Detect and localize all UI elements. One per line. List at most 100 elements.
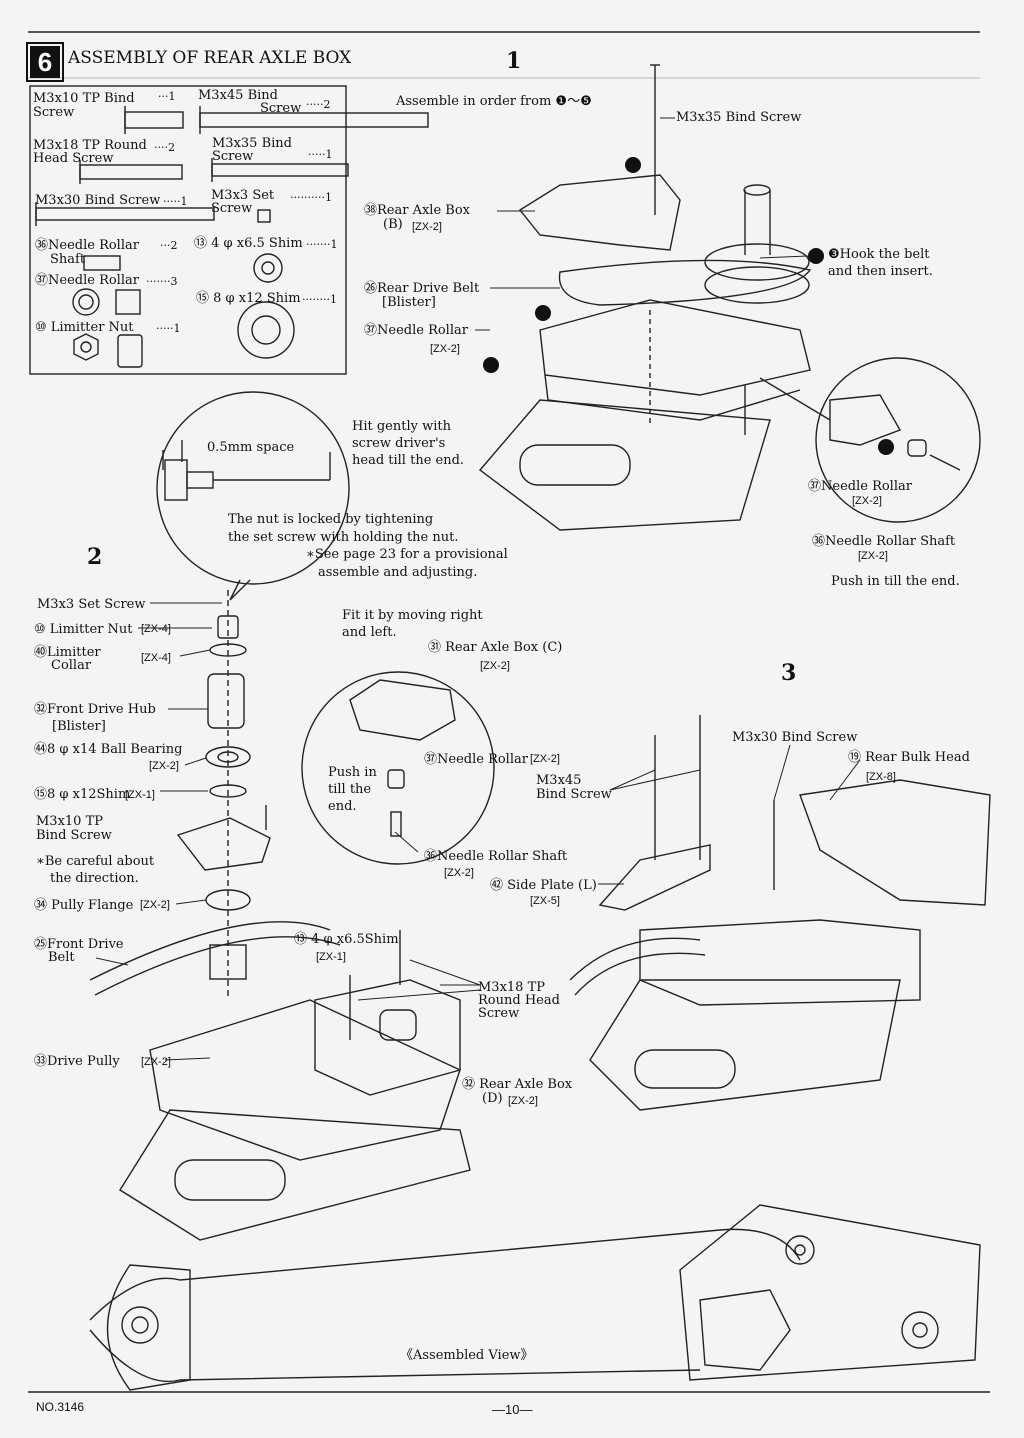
side-plate-label: ㊷ Side Plate (L): [490, 878, 597, 893]
page-title: ASSEMBLY OF REAR AXLE BOX: [68, 48, 352, 68]
shim-8-label: ⑮8 φ x12Shim: [34, 787, 131, 802]
part-code: [ZX-2]: [140, 899, 170, 911]
nut-locked-note: The nut is locked by tightening: [228, 512, 434, 527]
part-label: M3x10 TP Bind: [33, 91, 135, 106]
part-code: [ZX-2]: [530, 753, 560, 765]
part-label: Head Screw: [33, 151, 114, 166]
part-code: [ZX-2]: [412, 221, 442, 233]
needle-rollar-label: ㊲Needle Rollar: [364, 323, 468, 338]
m3x30-screw-label: M3x30 Bind Screw: [732, 730, 858, 745]
set-screw-label: M3x3 Set Screw: [37, 597, 146, 612]
part-code: [ZX-2]: [430, 343, 460, 355]
part-label: Screw: [211, 201, 253, 216]
part-code: [ZX-4]: [141, 652, 171, 664]
m3x18-screw-label: M3x18 TP: [478, 980, 546, 995]
part-code: [ZX-2]: [141, 1056, 171, 1068]
part-label: ⑮ 8 φ x12 Shim: [196, 291, 301, 306]
part-qty: ····2: [154, 141, 175, 154]
needle-rollar-label: ㊲Needle Rollar: [808, 479, 912, 494]
m3x45-screw-label: M3x45: [536, 773, 582, 788]
ball-bearing-label: ㊹8 φ x14 Ball Bearing: [34, 742, 183, 757]
fit-it-note: Fit it by moving right: [342, 608, 483, 623]
part-code: [ZX-4]: [141, 623, 171, 635]
part-label: ⑩ Limitter Nut: [35, 320, 134, 335]
m3x35-screw-label: M3x35 Bind Screw: [676, 110, 802, 125]
careful-note: the direction.: [50, 871, 139, 886]
needle-rollar-shaft-label: ㊱Needle Rollar Shaft: [812, 534, 956, 549]
part-code: [ZX-2]: [852, 495, 882, 507]
hit-gently-note: Hit gently with: [352, 419, 451, 434]
needle-rollar-label: ㊲Needle Rollar: [424, 752, 528, 767]
part-code: [ZX-2]: [149, 760, 179, 772]
hook-belt-note: ❸Hook the belt: [828, 247, 930, 262]
step-number-2: 2: [87, 544, 103, 570]
m3x18-screw-label: Round Head: [478, 993, 560, 1008]
nut-locked-note: the set screw with holding the nut.: [228, 530, 459, 545]
space-note: 0.5mm space: [207, 440, 295, 455]
m3x18-screw-label: Screw: [478, 1006, 520, 1021]
section-number-badge: 6: [26, 42, 64, 82]
hook-belt-note: and then insert.: [828, 264, 933, 279]
see-page-note: assemble and adjusting.: [318, 565, 478, 580]
part-label: M3x30 Bind Screw: [35, 193, 161, 208]
m3x10-screw-label: Bind Screw: [36, 828, 112, 843]
push-in-note: end.: [328, 799, 357, 814]
part-qty: ·····2: [306, 98, 331, 111]
rear-axle-box-d-label: (D): [482, 1091, 503, 1106]
part-label: M3x3 Set: [211, 188, 275, 203]
part-code: [ZX-1]: [125, 789, 155, 801]
part-code: [ZX-2]: [858, 550, 888, 562]
part-qty: ··········1: [290, 191, 332, 204]
part-label: M3x18 TP Round: [33, 138, 147, 153]
push-in-note: Push in till the end.: [831, 574, 960, 589]
front-drive-hub-label: [Blister]: [52, 719, 106, 734]
part-label: Screw: [260, 101, 302, 116]
rear-drive-belt-label: ㉖Rear Drive Belt: [364, 281, 480, 296]
part-code: [ZX-5]: [530, 895, 560, 907]
limitter-collar-label: ㊵Limitter: [34, 645, 101, 660]
hit-gently-note: head till the end.: [352, 453, 465, 468]
m3x45-screw-label: Bind Screw: [536, 787, 612, 802]
rear-drive-belt-label: [Blister]: [382, 295, 436, 310]
front-drive-belt-label: Belt: [48, 950, 75, 965]
rear-axle-box-c-label: ㉛ Rear Axle Box (C): [428, 640, 563, 655]
part-code: [ZX-2]: [444, 867, 474, 879]
part-label: M3x35 Bind: [212, 136, 292, 151]
part-qty: ·······3: [146, 275, 178, 288]
part-label: ㊱Needle Rollar: [35, 238, 139, 253]
part-label: ⑬ 4 φ x6.5 Shim: [194, 236, 303, 251]
part-qty: ···1: [158, 90, 176, 103]
limitter-collar-label: Collar: [51, 658, 92, 673]
part-label: Screw: [33, 105, 75, 120]
part-qty: ·····1: [156, 322, 181, 335]
pully-flange-label: ㉞ Pully Flange: [34, 898, 134, 913]
part-code: [ZX-8]: [866, 771, 896, 783]
part-label: M3x45 Bind: [198, 88, 278, 103]
front-drive-hub-label: ㉜Front Drive Hub: [34, 702, 156, 717]
document-number: NO.3146: [36, 1400, 85, 1414]
see-page-note: ∗See page 23 for a provisional: [306, 547, 508, 562]
step-number-3: 3: [781, 660, 797, 686]
needle-rollar-shaft-label: ㊱Needle Rollar Shaft: [424, 849, 568, 864]
careful-note: ∗Be careful about: [36, 854, 155, 869]
part-qty: ·····1: [308, 148, 333, 161]
push-in-note: Push in: [328, 765, 377, 780]
rear-axle-box-d-label: ㉜ Rear Axle Box: [462, 1077, 573, 1092]
rear-axle-box-b-label: (B): [383, 217, 403, 232]
part-qty: ········1: [302, 293, 337, 306]
part-label: Screw: [212, 149, 254, 164]
m3x10-screw-label: M3x10 TP: [36, 814, 104, 829]
part-qty: ···2: [160, 239, 178, 252]
shim-4-label: ⑬ 4 φ x6.5Shim: [294, 932, 399, 947]
front-drive-belt-label: ㉕Front Drive: [34, 937, 124, 952]
part-code: [ZX-1]: [316, 951, 346, 963]
part-code: [ZX-2]: [508, 1095, 538, 1107]
assemble-order-note: Assemble in order from ❶～❺: [396, 94, 592, 109]
rear-axle-box-b-label: ㊳Rear Axle Box: [364, 203, 470, 218]
part-code: [ZX-2]: [480, 660, 510, 672]
rear-bulk-head-label: ⑲ Rear Bulk Head: [848, 750, 970, 765]
assembled-view-caption: 《Assembled View》: [400, 1348, 534, 1363]
push-in-note: till the: [328, 782, 372, 797]
part-label: ㊲Needle Rollar: [35, 273, 139, 288]
